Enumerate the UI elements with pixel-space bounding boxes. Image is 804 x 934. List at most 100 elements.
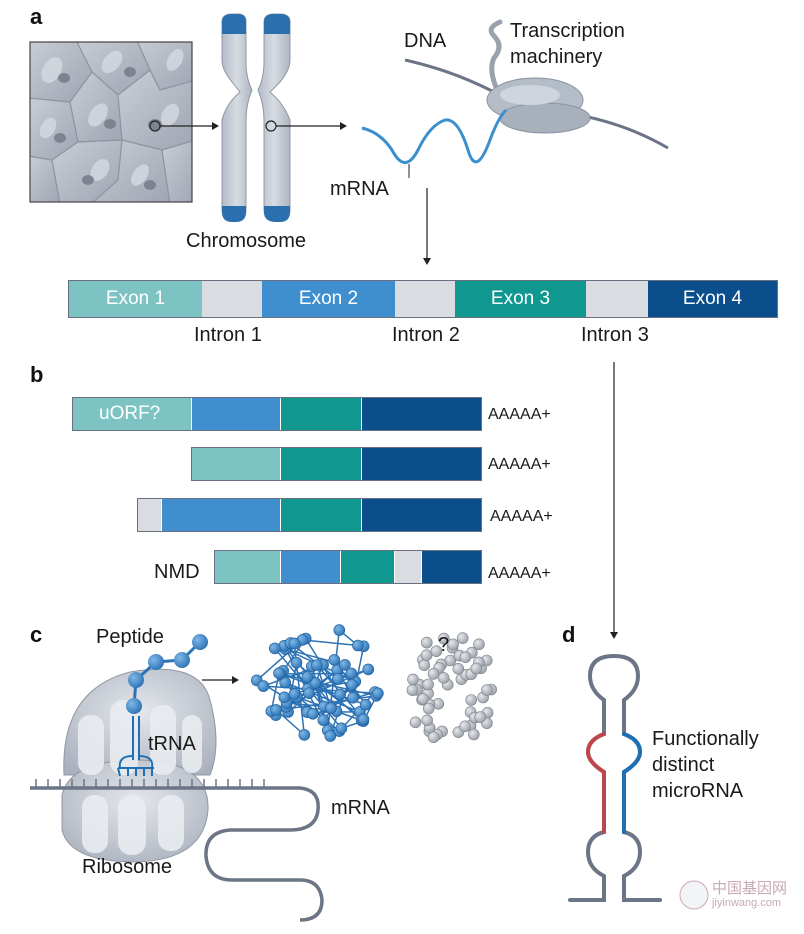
microrna-hairpin-icon xyxy=(568,653,662,902)
amino-acid-bead xyxy=(301,671,314,683)
amino-acid-bead xyxy=(473,638,485,651)
amino-acid-bead xyxy=(288,637,301,650)
isoform-4-exon-3 xyxy=(341,551,395,583)
panel-letter-a: a xyxy=(30,4,43,29)
amino-acid-bead xyxy=(420,636,433,649)
intron-3-segment xyxy=(586,281,648,317)
intron-3-label: Intron 3 xyxy=(581,324,649,346)
exon-1: Exon 1 xyxy=(69,281,202,317)
amino-acid-bead xyxy=(456,632,469,644)
amino-acid-bead xyxy=(452,662,465,675)
intron-2-label: Intron 2 xyxy=(392,324,460,346)
amino-acid-bead xyxy=(422,678,434,691)
amino-acid-bead xyxy=(417,693,429,705)
isoform-1-polya: AAAAA+ xyxy=(488,406,551,423)
amino-acid-bead xyxy=(427,668,440,680)
amino-acid-bead xyxy=(406,684,419,696)
amino-acid-bead xyxy=(288,688,301,700)
amino-acid-bead xyxy=(317,714,330,726)
isoform-3-polya: AAAAA+ xyxy=(490,508,553,525)
amino-acid-bead xyxy=(407,673,419,686)
panel-letter-c: c xyxy=(30,622,43,647)
amino-acid-bead xyxy=(290,656,303,669)
transcription-machinery-icon xyxy=(486,77,591,134)
ribosome-mrna xyxy=(30,786,324,922)
amino-acid-bead xyxy=(298,729,311,741)
amino-acid-bead xyxy=(430,645,443,658)
chromosome-icon xyxy=(221,13,291,222)
amino-acid-bead xyxy=(362,663,375,676)
exon-3: Exon 3 xyxy=(455,281,586,317)
watermark-text-1: 中国基因网 xyxy=(712,880,788,897)
amino-acid-bead xyxy=(421,714,434,727)
isoform-4-exon-4 xyxy=(422,551,481,583)
isoform-4-exon-2 xyxy=(281,551,341,583)
microrna-label-1: Functionally xyxy=(652,728,759,750)
amino-acid-bead xyxy=(339,659,351,671)
isoform-3-exon-3 xyxy=(281,499,362,531)
amino-acid-bead xyxy=(309,677,322,689)
amino-acid-bead xyxy=(465,694,478,706)
isoform-2-exon-1 xyxy=(192,448,281,480)
gene-structure-bar: Exon 1 Exon 2 Exon 3 Exon 4 xyxy=(68,280,778,318)
panel-letter-b: b xyxy=(30,362,44,387)
dna-label: DNA xyxy=(404,30,447,52)
amino-acid-bead xyxy=(459,651,472,664)
panel-letter-d: d xyxy=(562,622,576,647)
isoform-3-intron xyxy=(138,499,162,531)
amino-acid-bead xyxy=(437,672,450,684)
amino-acid-bead xyxy=(273,667,285,680)
amino-acid-bead xyxy=(409,716,422,729)
peptide-chain xyxy=(126,634,208,714)
codon-ticks xyxy=(35,779,265,788)
isoform-1-exon-3 xyxy=(281,398,362,430)
isoform-2-polya: AAAAA+ xyxy=(488,456,551,473)
amino-acid-bead xyxy=(481,684,493,696)
amino-acid-bead xyxy=(334,688,347,701)
amino-acid-bead xyxy=(470,662,483,675)
amino-acid-bead xyxy=(438,632,450,645)
mrna-label-c: mRNA xyxy=(331,797,390,819)
amino-acid-bead xyxy=(268,642,281,655)
isoform-1-exon-1: uORF? xyxy=(73,398,192,430)
isoform-2-exon-3 xyxy=(281,448,362,480)
trna-icon xyxy=(117,716,154,777)
amino-acid-bead xyxy=(324,730,337,742)
amino-acid-bead xyxy=(427,731,440,744)
watermark-logo-icon xyxy=(679,880,709,910)
amino-acid-bead xyxy=(346,678,358,691)
amino-acid-bead xyxy=(459,720,471,733)
amino-acid-bead xyxy=(359,698,372,711)
amino-acid-bead xyxy=(303,687,315,700)
protein-backbone xyxy=(255,628,380,738)
unknown-protein-question: ? xyxy=(438,634,450,656)
isoform-3-exon-2 xyxy=(162,499,281,531)
amino-acid-bead xyxy=(279,676,292,689)
amino-acid-bead xyxy=(311,659,323,671)
peptide-label: Peptide xyxy=(96,626,164,648)
amino-acid-bead xyxy=(447,638,459,651)
isoform-4-intron xyxy=(395,551,422,583)
microrna-label-2: distinct xyxy=(652,754,715,776)
dna-tether xyxy=(488,19,503,95)
microrna-label-3: microRNA xyxy=(652,780,744,802)
amino-acid-bead xyxy=(422,702,435,715)
amino-acid-bead xyxy=(257,680,270,692)
amino-acid-bead xyxy=(420,649,433,662)
cell-tissue xyxy=(30,42,192,202)
ribosome-icon xyxy=(61,668,217,863)
amino-acid-bead xyxy=(418,659,431,672)
amino-acid-bead xyxy=(467,728,480,741)
isoform-3 xyxy=(137,498,482,532)
intron-2-segment xyxy=(395,281,455,317)
exon-2: Exon 2 xyxy=(262,281,395,317)
exon-4: Exon 4 xyxy=(648,281,777,317)
cell-tissue-frame xyxy=(29,41,193,203)
isoform-2 xyxy=(191,447,482,481)
watermark-text-2: jiyinwang.com xyxy=(712,897,782,909)
transcription-machinery-label-2: machinery xyxy=(510,46,603,68)
isoform-1: uORF? xyxy=(72,397,482,431)
amino-acid-bead xyxy=(352,639,364,652)
mrna-wave xyxy=(361,108,508,164)
